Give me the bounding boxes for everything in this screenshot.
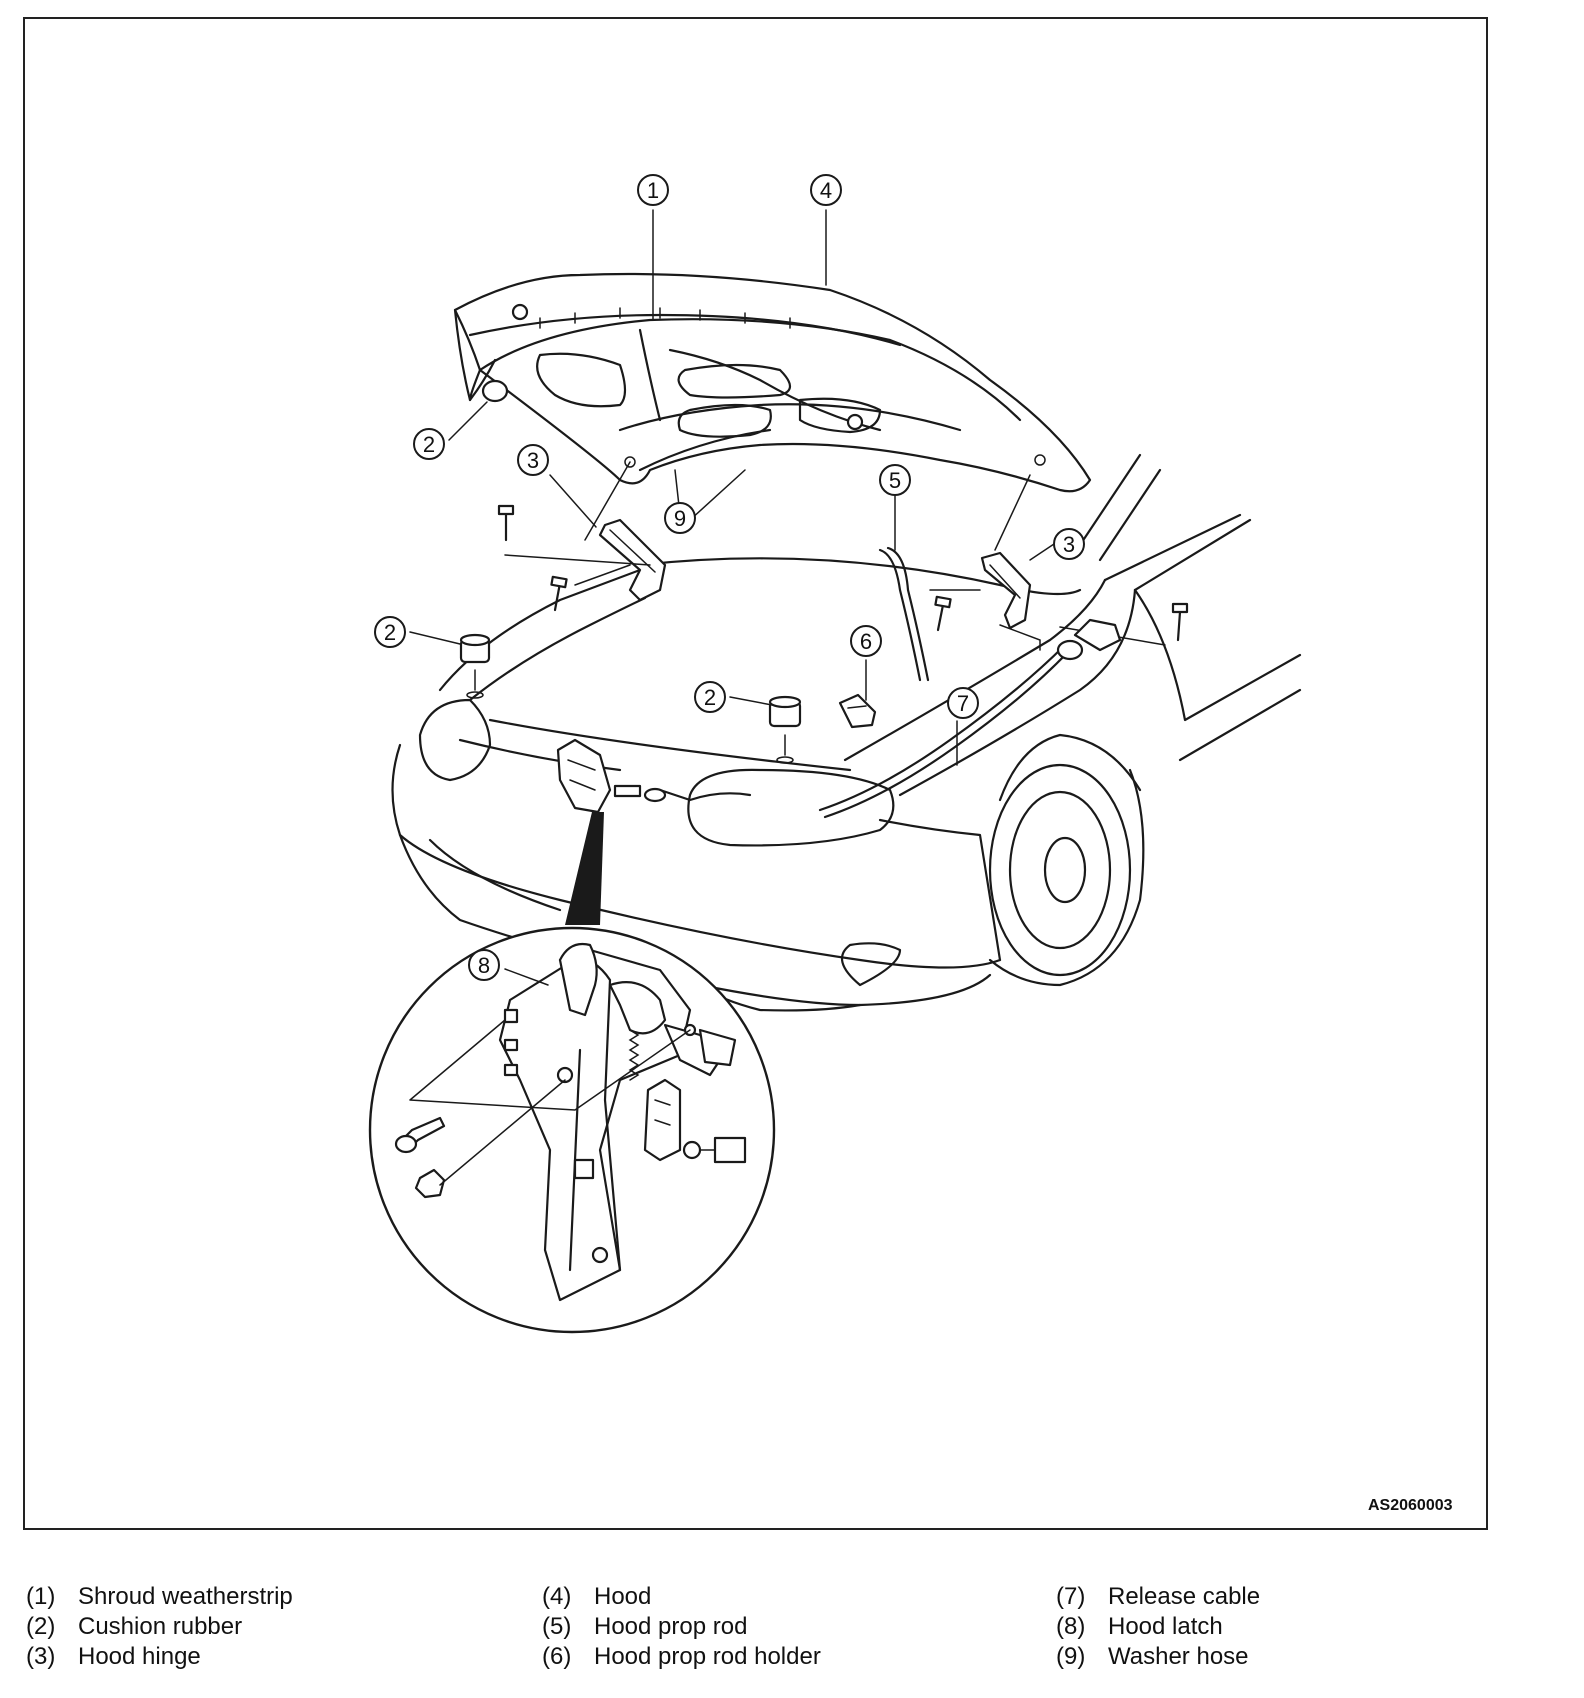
- legend-column-1: (1)Shroud weatherstrip (2)Cushion rubber…: [26, 1582, 293, 1672]
- callout-7: 7: [947, 687, 979, 719]
- cushion-rubber-center: [768, 695, 802, 764]
- cushion-rubber-left: [459, 633, 491, 699]
- hood: [453, 272, 1092, 493]
- callout-2-left: 2: [374, 616, 406, 648]
- legend-item: (6)Hood prop rod holder: [542, 1643, 821, 1670]
- hood-hinge-left: [497, 504, 667, 612]
- callout-leaders: [409, 209, 1058, 986]
- legend-item: (5)Hood prop rod: [542, 1613, 748, 1640]
- svg-text:5: 5: [889, 468, 901, 493]
- svg-text:6: 6: [860, 629, 872, 654]
- magnify-pointer: [565, 812, 604, 925]
- callout-3-left: 3: [517, 444, 549, 476]
- latch-detail-circle: [368, 926, 776, 1334]
- svg-text:7: 7: [957, 691, 969, 716]
- callout-8: 8: [468, 949, 500, 981]
- car-body: [391, 453, 1302, 1012]
- parts-legend: (1)Shroud weatherstrip (2)Cushion rubber…: [26, 1582, 1566, 1682]
- callout-2-center: 2: [694, 681, 726, 713]
- svg-text:2: 2: [384, 620, 396, 645]
- legend-item: (2)Cushion rubber: [26, 1613, 243, 1640]
- hood-hinge-right: [929, 474, 1189, 651]
- callout-1: 1: [637, 174, 669, 206]
- svg-text:3: 3: [1063, 532, 1075, 557]
- callout-6: 6: [850, 625, 882, 657]
- hinge-leader-lines: [574, 461, 631, 586]
- svg-text:4: 4: [820, 178, 832, 203]
- svg-text:2: 2: [704, 685, 716, 710]
- svg-text:1: 1: [647, 178, 659, 203]
- legend-item: (3)Hood hinge: [26, 1643, 201, 1670]
- hood-prop-rod: [878, 546, 930, 682]
- hood-latch-small: [556, 738, 642, 814]
- callout-5: 5: [879, 464, 911, 496]
- figure-frame: [23, 17, 1488, 1530]
- svg-text:2: 2: [423, 432, 435, 457]
- legend-item: (7)Release cable: [1056, 1583, 1261, 1610]
- figure-code: AS2060003: [1368, 1497, 1453, 1514]
- legend-item: (1)Shroud weatherstrip: [26, 1583, 293, 1610]
- legend-item: (8)Hood latch: [1056, 1613, 1223, 1640]
- callout-9: 9: [664, 502, 696, 534]
- legend-item: (4)Hood: [542, 1583, 652, 1610]
- svg-text:8: 8: [478, 953, 490, 978]
- legend-item: (9)Washer hose: [1056, 1643, 1249, 1670]
- legend-column-3: (7)Release cable (8)Hood latch (9)Washer…: [1056, 1582, 1260, 1672]
- legend-column-2: (4)Hood (5)Hood prop rod (6)Hood prop ro…: [542, 1582, 821, 1672]
- callout-2-upper: 2: [413, 428, 445, 460]
- svg-text:3: 3: [527, 448, 539, 473]
- hood-prop-rod-holder: [838, 693, 877, 729]
- callout-3-right: 3: [1053, 528, 1085, 560]
- svg-text:9: 9: [674, 506, 686, 531]
- callout-4: 4: [810, 174, 842, 206]
- release-cable: [643, 618, 1122, 819]
